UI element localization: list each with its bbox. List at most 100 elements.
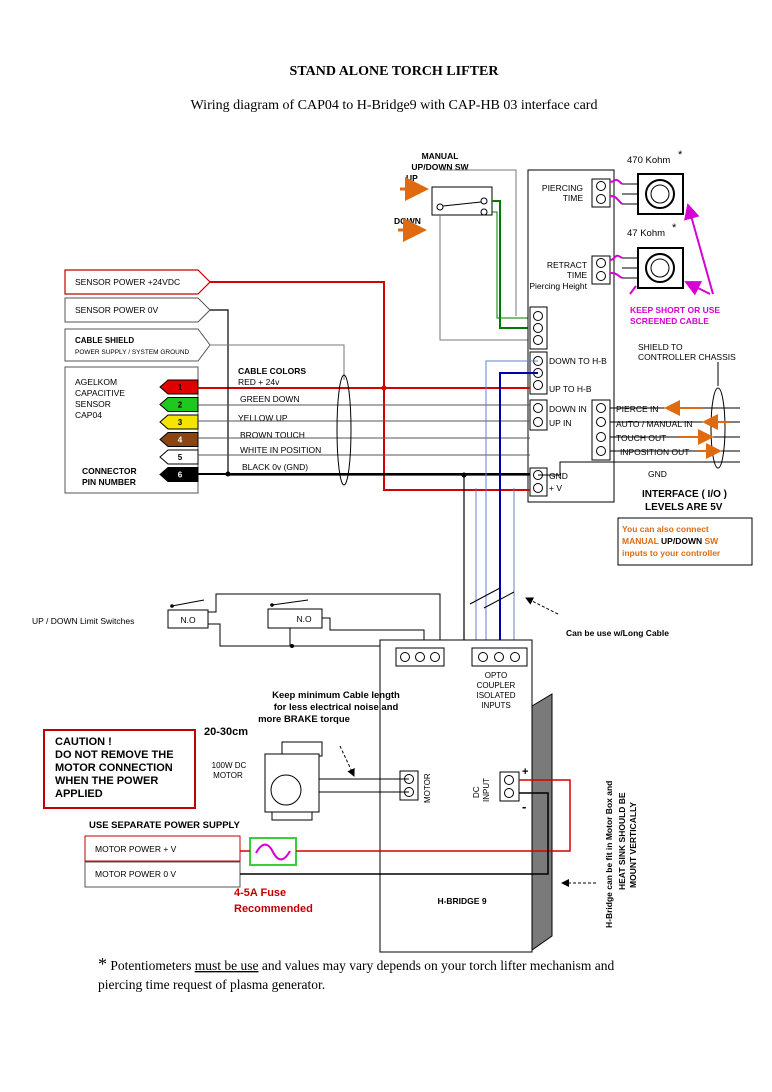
separate-power-label: USE SEPARATE POWER SUPPLY (89, 820, 240, 831)
limit-switch-2 (267, 608, 323, 629)
agelkom-label-2: CAPACITIVE (75, 388, 125, 398)
signal-wires (198, 404, 530, 456)
io-gnd-wire (538, 461, 740, 476)
cable-brown-label: BROWN TOUCH (240, 430, 305, 440)
left-label-tags (64, 269, 211, 362)
long-cable-arrow-icon (525, 597, 559, 615)
down-label: DOWN (394, 216, 421, 226)
controller-note-box (617, 517, 753, 566)
retract-label-2: TIME (567, 270, 588, 280)
interface-label-1: INTERFACE ( I/O ) (642, 489, 727, 500)
wire-switch-up (492, 211, 530, 319)
pot-47k: 47 Kohm * (622, 222, 684, 289)
retract-label-1: RETRACT (547, 260, 587, 270)
down-to-hb-label: DOWN TO H-B (549, 356, 607, 366)
cable-note-1: Keep minimum Cable length (272, 690, 400, 701)
piercing-label-2: TIME (563, 193, 584, 203)
caution-box (43, 729, 196, 809)
auto-manual-label: AUTO / MANUAL IN (616, 419, 693, 429)
inposition-out-label: INPOSITION OUT (620, 447, 689, 457)
caution-line-4: WHEN THE POWER (55, 775, 158, 787)
cable-red-label: RED + 24v (238, 377, 280, 387)
pin-number-4: 4 (178, 436, 183, 445)
cable-shield-label: CABLE SHIELD (75, 336, 134, 345)
limit-switch-1-label: N.O (180, 615, 196, 625)
footnote-line-2: piercing time request of plasma generato… (98, 977, 325, 992)
fuse-label-1: 4-5A Fuse (234, 887, 286, 899)
wire-shield (210, 344, 345, 380)
agelkom-label-1: AGELKOM (75, 377, 117, 387)
dc-plus-label: + (522, 766, 528, 778)
retract-label-3: Piercing Height (529, 281, 587, 291)
pin-number-3: 3 (178, 418, 183, 427)
pot-47k-label: 47 Kohm (627, 228, 665, 239)
fuse-icon (255, 843, 291, 861)
keep-short-label-1: KEEP SHORT OR USE (630, 305, 720, 315)
pin-number-2: 2 (178, 401, 183, 410)
note-line-2: MANUAL UP/DOWN SW (622, 536, 719, 546)
io-cable-shield (710, 387, 726, 469)
keep-short-arrow-1 (684, 203, 714, 295)
up-label: UP (406, 173, 418, 183)
limit-switch-1 (167, 609, 209, 629)
agelkom-label-3: SENSOR (75, 399, 111, 409)
sensor-power-0v-label: SENSOR POWER 0V (75, 305, 158, 315)
pin-tag-5 (159, 449, 199, 465)
touch-out-label: TOUCH OUT (616, 433, 666, 443)
cable-note-4: 20-30cm (204, 726, 248, 738)
pot-470k: 470 Kohm * (622, 149, 684, 215)
pin-tag-4 (159, 432, 199, 447)
cable-shield-sublabel: POWER SUPPLY / SYSTEM GROUND (75, 349, 190, 356)
connector-label-2: PIN NUMBER (82, 477, 136, 487)
piercing-label-1: PIERCING (542, 183, 583, 193)
opto-label-2: COUPLER (477, 681, 516, 690)
dc-minus-label: - (522, 799, 526, 814)
h-bridge-name: H-BRIDGE 9 (437, 896, 486, 906)
cable-colors-title: CABLE COLORS (238, 366, 306, 376)
manual-sw-label-2: UP/DOWN SW (411, 162, 469, 172)
pin-tag-3 (159, 414, 199, 430)
cable-green-label: GREEN DOWN (240, 394, 300, 404)
wire-switch-top (440, 169, 517, 316)
limit-switch-wires (208, 593, 441, 647)
pin-number-6: 6 (178, 471, 183, 480)
limit-switches-label: UP / DOWN Limit Switches (32, 616, 134, 626)
motor-power-plus-box (84, 835, 241, 862)
heatsink-note-1: H-Bridge can be fit in Motor Box and (604, 781, 614, 928)
wire-motor-power-zero (240, 792, 549, 875)
keep-short-label-2: SCREENED CABLE (630, 316, 709, 326)
page-subtitle: Wiring diagram of CAP04 to H-Bridge9 wit… (191, 98, 598, 113)
agelkom-label-4: CAP04 (75, 410, 102, 420)
up-in-label: UP IN (549, 418, 572, 428)
footnote-line-1: * Potentiometers must be use and values … (98, 954, 615, 974)
caution-line-3: MOTOR CONNECTION (55, 762, 173, 774)
opto-label-1: OPTO (485, 671, 508, 680)
shield-label-2: CONTROLLER CHASSIS (638, 352, 736, 362)
manual-sw-label-1: MANUAL (422, 151, 459, 161)
cable-note-2: for less electrical noise and (274, 702, 399, 713)
connector-label-1: CONNECTOR (82, 466, 137, 476)
down-in-label: DOWN IN (549, 404, 587, 414)
gnd-label: GND (549, 471, 568, 481)
sensor-cable-shield (336, 374, 352, 486)
pot-470k-star: * (678, 149, 683, 161)
motor-power-zero-label: MOTOR POWER 0 V (95, 869, 176, 879)
motor-connector-label: MOTOR (423, 773, 432, 803)
cable-note-arrow-icon (339, 745, 355, 777)
heat-sink (531, 693, 553, 951)
wire-switch-common (439, 215, 530, 341)
interface-label-2: LEVELS ARE 5V (645, 502, 723, 513)
io-gnd-label: GND (648, 469, 667, 479)
cable-break-2 (483, 591, 515, 609)
keep-short-arrow-2 (684, 281, 711, 296)
shield-label-1: SHIELD TO (638, 342, 683, 352)
wire-motor-power-plus (296, 779, 571, 852)
motor-label-1: 100W DC (212, 761, 247, 770)
page-title: STAND ALONE TORCH LIFTER (290, 64, 500, 79)
pot-47k-star: * (672, 222, 677, 234)
heatsink-note-2: HEAT SINK SHOULD BE (617, 792, 627, 890)
io-connector (591, 399, 611, 461)
pot-wires (609, 178, 623, 279)
opto-label-3: ISOLATED (477, 691, 516, 700)
